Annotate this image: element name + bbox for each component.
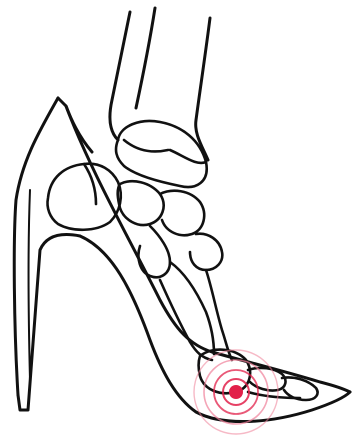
foot-bones-icon: [47, 121, 317, 400]
leg-bones: [110, 8, 210, 160]
high-heel-shoe-icon: [14, 98, 350, 422]
